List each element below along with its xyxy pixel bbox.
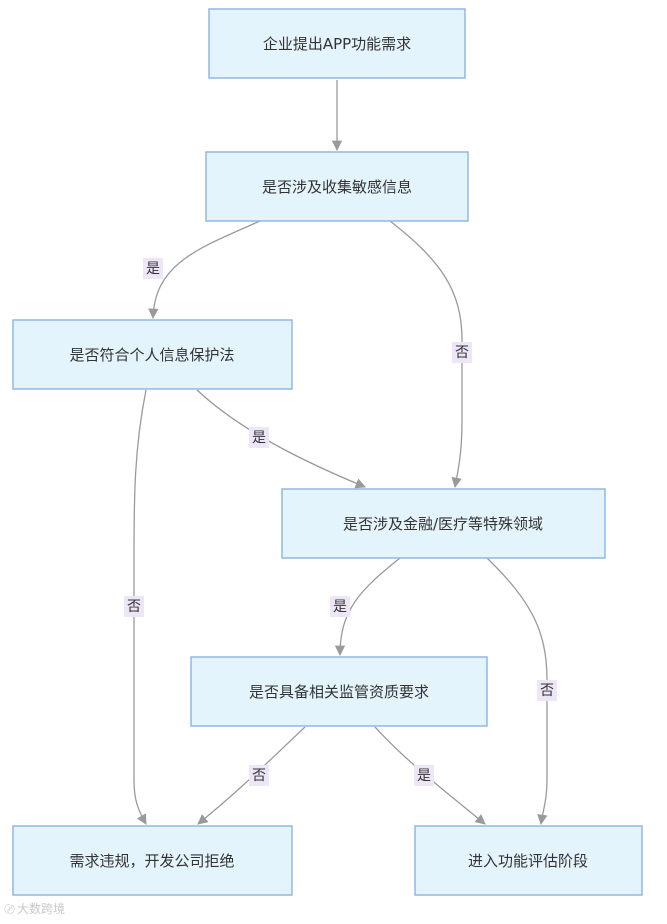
edge-label-text: 否 — [540, 683, 554, 699]
node-label: 进入功能评估阶段 — [468, 852, 588, 870]
node-qualification: 是否具备相关监管资质要求 — [190, 656, 488, 727]
edge-label-special-no: 否 — [537, 680, 557, 701]
node-label: 是否具备相关监管资质要求 — [249, 683, 429, 701]
edge-collect-to-special — [389, 220, 463, 489]
edge-collect-to-privacy — [148, 220, 261, 320]
edge-special-to-evaluate — [486, 557, 548, 826]
edge-label-privacy-yes: 是 — [249, 427, 269, 448]
node-label: 需求违规，开发公司拒绝 — [69, 852, 234, 870]
edge-label-text: 否 — [455, 345, 469, 361]
edge-special-to-qualification — [334, 557, 401, 657]
node-label: 是否符合个人信息保护法 — [69, 346, 234, 364]
logo-icon: 〄 — [4, 902, 15, 916]
edge-label-special-yes: 是 — [330, 596, 350, 617]
node-reject: 需求违规，开发公司拒绝 — [12, 825, 293, 896]
edge-label-privacy-no: 否 — [124, 596, 144, 617]
edge-label-text: 是 — [417, 768, 431, 784]
node-evaluate: 进入功能评估阶段 — [414, 825, 643, 896]
edge-label-collect-no: 否 — [452, 342, 472, 363]
edge-label-qual-yes: 是 — [414, 765, 434, 786]
node-special-field: 是否涉及金融/医疗等特殊领域 — [281, 488, 606, 559]
node-label: 是否涉及收集敏感信息 — [262, 178, 412, 196]
edge-label-text: 是 — [333, 599, 347, 615]
node-label: 企业提出APP功能需求 — [263, 35, 411, 53]
watermark-text: 大数跨境 — [17, 902, 66, 916]
node-privacy-law: 是否符合个人信息保护法 — [12, 319, 293, 390]
edge-label-text: 否 — [127, 599, 141, 615]
edge-privacy-to-reject — [133, 389, 147, 825]
node-start: 企业提出APP功能需求 — [208, 8, 466, 79]
edge-label-text: 是 — [252, 430, 266, 446]
watermark: 〄 大数跨境 — [4, 900, 65, 917]
edge-label-qual-no: 否 — [249, 765, 269, 786]
edge-label-text: 是 — [146, 261, 160, 277]
node-collect-info: 是否涉及收集敏感信息 — [205, 151, 469, 222]
edge-label-collect-yes: 是 — [143, 258, 163, 279]
edge-label-text: 否 — [252, 768, 266, 784]
edge-privacy-to-special — [196, 389, 366, 489]
node-label: 是否涉及金融/医疗等特殊领域 — [343, 515, 543, 533]
